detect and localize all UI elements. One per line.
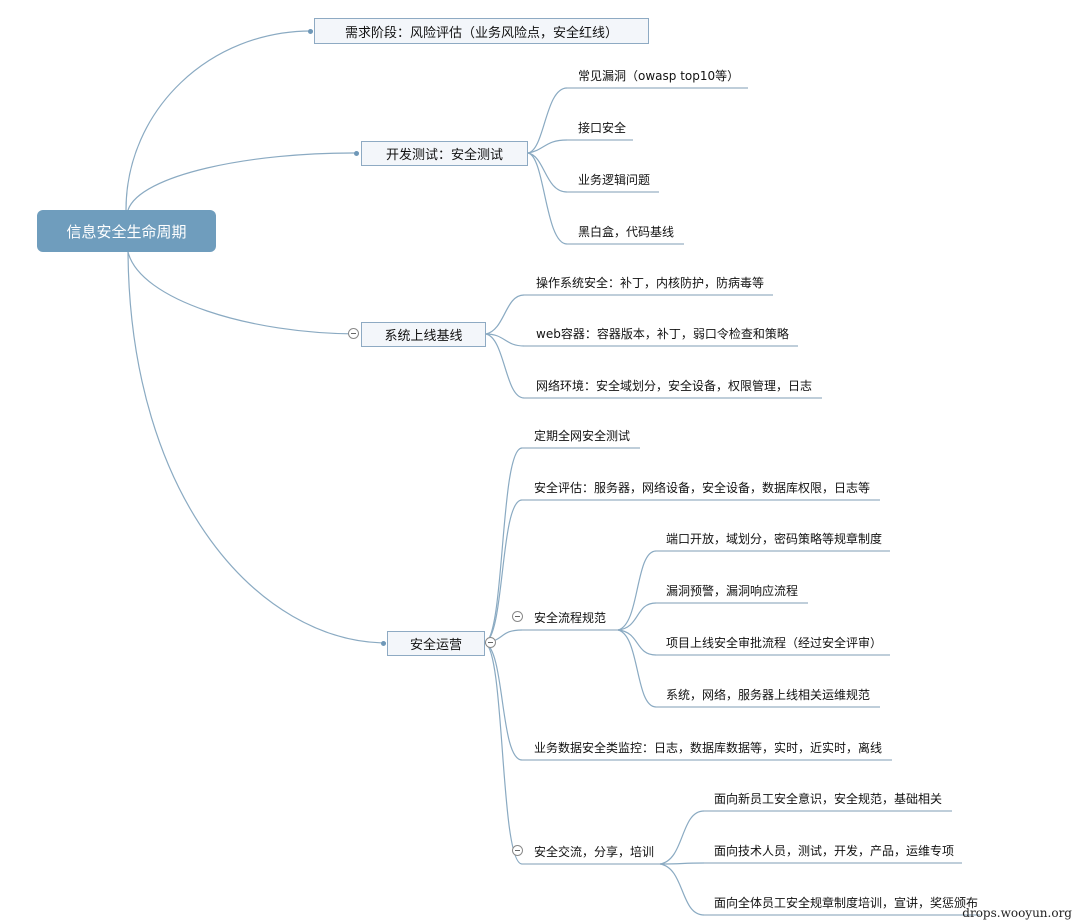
connector-dot-requirement — [308, 29, 313, 34]
watermark: drops.wooyun.org — [962, 906, 1072, 920]
connector-ops-5 — [484, 642, 523, 865]
baseline-item-1[interactable]: 操作系统安全：补丁，内核防护，防病毒等 — [536, 276, 765, 290]
process-item-1[interactable]: 端口开放，域划分，密码策略等规章制度 — [666, 532, 883, 546]
branch-requirement[interactable]: 需求阶段：风险评估（业务风险点，安全红线） — [314, 18, 649, 44]
connector-devtest-2 — [527, 139, 568, 154]
process-item-3[interactable]: 项目上线安全审批流程（经过安全评审） — [666, 636, 883, 650]
connector-ops-4 — [484, 642, 523, 761]
baseline-item-2[interactable]: web容器：容器版本，补丁，弱口令检查和策略 — [536, 327, 789, 341]
connector-devtest-3 — [527, 152, 568, 193]
connector-ops-2 — [484, 499, 523, 644]
ops-item-pentest[interactable]: 定期全网安全测试 — [534, 429, 631, 443]
process-item-2[interactable]: 漏洞预警，漏洞响应流程 — [666, 584, 799, 598]
devtest-item-4[interactable]: 黑白盒，代码基线 — [578, 225, 675, 239]
root-node[interactable]: 信息安全生命周期 — [37, 210, 216, 252]
training-item-3[interactable]: 面向全体员工安全规章制度培训，宣讲，奖惩颁布 — [714, 896, 979, 910]
collapse-toggle-process[interactable] — [512, 611, 523, 622]
connector-devtest-1 — [527, 87, 568, 154]
ops-item-process[interactable]: 安全流程规范 — [534, 611, 607, 625]
connector-root-baseline — [127, 251, 360, 335]
devtest-item-1[interactable]: 常见漏洞（owasp top10等） — [578, 69, 740, 83]
connector-root-devtest — [127, 152, 360, 211]
connector-training-3 — [659, 863, 705, 916]
connector-process-2 — [617, 602, 657, 631]
training-item-1[interactable]: 面向新员工安全意识，安全规范，基础相关 — [714, 792, 943, 806]
branch-devtest[interactable]: 开发测试：安全测试 — [361, 141, 528, 166]
devtest-item-2[interactable]: 接口安全 — [578, 121, 627, 135]
ops-item-monitor[interactable]: 业务数据安全类监控：日志，数据库数据等，实时，近实时，离线 — [534, 741, 883, 755]
connector-baseline-2 — [485, 333, 525, 347]
connector-training-1 — [659, 810, 705, 865]
ops-item-training[interactable]: 安全交流，分享，培训 — [534, 845, 655, 859]
connector-root-requirement — [125, 30, 314, 211]
branch-baseline[interactable]: 系统上线基线 — [361, 322, 486, 347]
connector-ops-1 — [484, 447, 523, 644]
connector-dot-devtest — [354, 151, 359, 156]
process-item-4[interactable]: 系统，网络，服务器上线相关运维规范 — [666, 688, 871, 702]
collapse-toggle-baseline[interactable] — [348, 328, 359, 339]
connector-devtest-4 — [527, 152, 568, 245]
training-item-2[interactable]: 面向技术人员，测试，开发，产品，运维专项 — [714, 844, 955, 858]
connector-root-ops — [127, 251, 387, 644]
connector-process-4 — [617, 629, 657, 708]
collapse-toggle-training[interactable] — [512, 845, 523, 856]
connector-baseline-3 — [485, 333, 525, 399]
connector-process-1 — [617, 550, 657, 631]
collapse-toggle-ops[interactable] — [485, 637, 496, 648]
connector-dot-ops — [381, 641, 386, 646]
ops-item-assessment[interactable]: 安全评估：服务器，网络设备，安全设备，数据库权限，日志等 — [534, 481, 871, 495]
connector-training-2 — [659, 862, 705, 865]
branch-ops[interactable]: 安全运营 — [387, 631, 485, 656]
baseline-item-3[interactable]: 网络环境：安全域划分，安全设备，权限管理，日志 — [536, 379, 813, 393]
connector-baseline-1 — [485, 294, 525, 335]
devtest-item-3[interactable]: 业务逻辑问题 — [578, 173, 651, 187]
connector-process-3 — [617, 629, 657, 656]
